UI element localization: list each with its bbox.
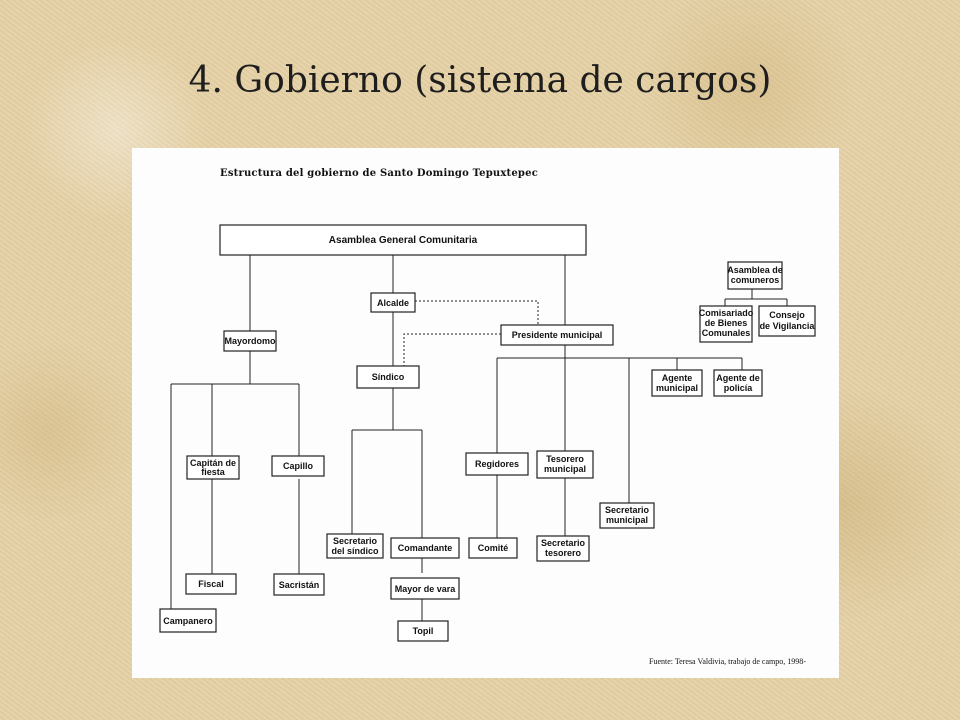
node-secretario-del-sindico: Secretario del síndico bbox=[326, 533, 384, 559]
org-chart-figure: Estructura del gobierno de Santo Domingo… bbox=[132, 148, 839, 678]
connectors bbox=[170, 255, 788, 621]
svg-text:Regidores: Regidores bbox=[475, 459, 519, 469]
svg-text:Secretario: Secretario bbox=[333, 536, 378, 546]
svg-text:Comité: Comité bbox=[478, 543, 509, 553]
svg-text:Topil: Topil bbox=[413, 626, 434, 636]
diagram-heading: Estructura del gobierno de Santo Domingo… bbox=[220, 168, 538, 179]
node-agente-municipal: Agente municipal bbox=[651, 369, 703, 397]
node-capitan-de-fiesta: Capitán de fiesta bbox=[186, 455, 240, 480]
slide-title: 4. Gobierno (sistema de cargos) bbox=[188, 60, 772, 101]
svg-text:Síndico: Síndico bbox=[372, 372, 405, 382]
svg-text:de Bienes: de Bienes bbox=[705, 318, 748, 328]
svg-text:Secretario: Secretario bbox=[541, 538, 586, 548]
node-consejo-vigilancia: Consejo de Vigilancia bbox=[758, 305, 816, 337]
node-campanero: Campanero bbox=[159, 608, 217, 633]
svg-text:Mayordomo: Mayordomo bbox=[224, 336, 276, 346]
svg-text:Capillo: Capillo bbox=[283, 461, 314, 471]
svg-text:Asamblea General Comunitaria: Asamblea General Comunitaria bbox=[329, 235, 478, 246]
node-agente-policia: Agente de policía bbox=[713, 369, 763, 397]
node-sindico: Síndico bbox=[356, 365, 420, 389]
node-mayordomo: Mayordomo bbox=[223, 330, 277, 352]
svg-text:municipal: municipal bbox=[656, 383, 698, 393]
node-tesorero-municipal: Tesorero municipal bbox=[536, 450, 594, 479]
svg-text:Comunales: Comunales bbox=[702, 328, 751, 338]
node-topil: Topil bbox=[397, 620, 449, 642]
svg-text:Comisariado: Comisariado bbox=[699, 308, 754, 318]
svg-text:comuneros: comuneros bbox=[731, 275, 780, 285]
org-chart: Estructura del gobierno de Santo Domingo… bbox=[159, 168, 816, 666]
node-sacristan: Sacristán bbox=[273, 573, 325, 596]
node-asamblea-comuneros: Asamblea de comuneros bbox=[727, 261, 783, 290]
svg-text:municipal: municipal bbox=[544, 464, 586, 474]
svg-text:Campanero: Campanero bbox=[163, 616, 213, 626]
node-regidores: Regidores bbox=[465, 452, 529, 476]
svg-text:Comandante: Comandante bbox=[398, 543, 453, 553]
svg-text:Capitán de: Capitán de bbox=[190, 458, 236, 468]
node-alcalde: Alcalde bbox=[370, 292, 416, 313]
svg-text:de Vigilancia: de Vigilancia bbox=[760, 321, 816, 331]
svg-text:Fiscal: Fiscal bbox=[198, 579, 224, 589]
node-comandante: Comandante bbox=[390, 537, 460, 559]
node-secretario-tesorero: Secretario tesorero bbox=[536, 535, 590, 562]
svg-text:municipal: municipal bbox=[606, 515, 648, 525]
svg-text:Consejo: Consejo bbox=[769, 310, 805, 320]
node-secretario-municipal: Secretario municipal bbox=[599, 502, 655, 529]
svg-text:Asamblea de: Asamblea de bbox=[727, 265, 783, 275]
node-presidente-municipal: Presidente municipal bbox=[500, 324, 614, 346]
node-fiscal: Fiscal bbox=[185, 573, 237, 595]
svg-text:Mayor de vara: Mayor de vara bbox=[395, 584, 457, 594]
diagram-source: Fuente: Teresa Valdivia, trabajo de camp… bbox=[649, 657, 806, 666]
svg-text:Presidente municipal: Presidente municipal bbox=[512, 330, 603, 340]
svg-text:Agente: Agente bbox=[662, 373, 693, 383]
svg-text:Alcalde: Alcalde bbox=[377, 298, 409, 308]
node-comite: Comité bbox=[468, 537, 518, 559]
svg-text:Agente de: Agente de bbox=[716, 373, 760, 383]
svg-text:Secretario: Secretario bbox=[605, 505, 650, 515]
svg-text:Sacristán: Sacristán bbox=[279, 580, 320, 590]
node-asamblea-general: Asamblea General Comunitaria bbox=[219, 224, 587, 256]
svg-text:fiesta: fiesta bbox=[201, 467, 226, 477]
svg-text:tesorero: tesorero bbox=[545, 548, 582, 558]
node-comisariado: Comisariado de Bienes Comunales bbox=[699, 305, 754, 343]
node-capillo: Capillo bbox=[271, 455, 325, 477]
svg-text:policía: policía bbox=[724, 383, 754, 393]
svg-text:del síndico: del síndico bbox=[331, 546, 379, 556]
node-mayor-de-vara: Mayor de vara bbox=[390, 577, 460, 600]
svg-text:Tesorero: Tesorero bbox=[546, 454, 584, 464]
